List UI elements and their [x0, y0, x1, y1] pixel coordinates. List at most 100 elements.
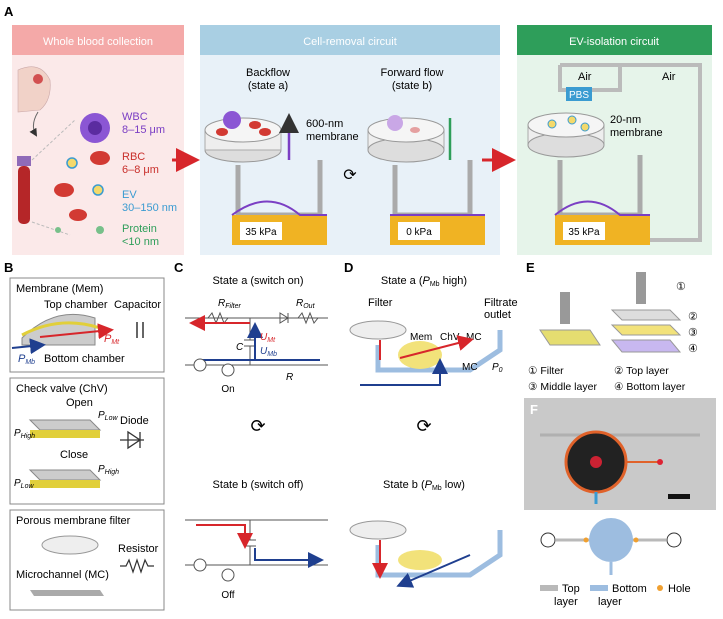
pressure-0-label: 0 kPa [406, 227, 432, 238]
ev-label: EV [122, 189, 137, 201]
legend-swatch-top [540, 585, 558, 591]
panel-f-letter: F [530, 402, 538, 417]
legend-bottom-layer: ④ Bottom layer [614, 381, 686, 393]
panel-e-letter: E [526, 260, 535, 275]
filter-disc [41, 535, 99, 555]
membrane-600-label-1: 600-nm [306, 118, 343, 130]
cycle-icon-a: ⟳ [343, 167, 357, 184]
membrane-flat-d [398, 550, 442, 570]
assembled-filter-holder [560, 292, 570, 324]
diode-symbol-c [279, 312, 289, 324]
legend-swatch-hole [657, 585, 663, 591]
wbc-size: 8–15 μm [122, 124, 165, 136]
panel-c-letter: C [174, 260, 184, 275]
switch-a [221, 363, 235, 377]
circuit-a-wiring [185, 317, 328, 366]
cycle-icon-d: ⟳ [416, 416, 431, 436]
schematic-chamber [589, 518, 633, 562]
circuit-b-wiring [185, 519, 328, 566]
state-a-switch-on: State a (switch on) [212, 275, 303, 287]
legend-swatch-bottom [590, 585, 608, 591]
p-low-label-open: PLow [98, 410, 118, 422]
diode-symbol [120, 430, 144, 450]
p-mt-label: PMt [104, 333, 120, 346]
layer-3-middle [610, 324, 682, 336]
membrane-600-label-2: membrane [306, 131, 359, 143]
r-filter-label: RFilter [218, 298, 241, 310]
zoom-lines [31, 119, 76, 236]
membrane-title: Membrane (Mem) [16, 283, 103, 295]
u-mb-label: UMb [260, 346, 277, 358]
switch-b [221, 568, 235, 582]
p-high-label-close: PHigh [98, 464, 119, 476]
puncture-site [33, 74, 43, 84]
exploded-filter-holder [636, 272, 646, 304]
wbc-label: WBC [122, 111, 148, 123]
source-b [193, 558, 207, 572]
filter-dish-d-b [349, 520, 407, 540]
source-a [193, 358, 207, 372]
air-label-2: Air [662, 71, 676, 83]
panel-b-letter: B [4, 260, 13, 275]
filtrate-label-1: Filtrate [484, 297, 518, 309]
c-label: C [236, 342, 244, 353]
r-out-symbol [297, 311, 319, 325]
section-cell-removal-title: Cell-removal circuit [303, 36, 397, 48]
membrane-20-label-1: 20-nm [610, 114, 641, 126]
legend-top-2: layer [554, 596, 578, 608]
diode-label: Diode [120, 415, 149, 427]
protein-particle [96, 226, 104, 234]
tube-cap [17, 156, 31, 166]
membrane-20-label-2: membrane [610, 127, 663, 139]
blood-tube [18, 166, 30, 224]
check-valve-title: Check valve (ChV) [16, 383, 108, 395]
legend-bottom-2: layer [598, 596, 622, 608]
filtrate-label-2: outlet [484, 309, 511, 321]
layer-2-top [610, 309, 682, 321]
air-label-1: Air [578, 71, 592, 83]
p-low-label-close: PLow [14, 478, 34, 490]
legend-top-layer: ② Top layer [614, 365, 669, 377]
protein-label: Protein [122, 223, 157, 235]
porous-title: Porous membrane filter [16, 515, 131, 527]
panel-a-letter: A [4, 4, 14, 19]
section-cell-removal-header [200, 25, 500, 55]
p-high-label-open: PHigh [14, 428, 35, 440]
pressure-35-ev-label: 35 kPa [568, 227, 600, 238]
top-chamber-label: Top chamber [44, 299, 108, 311]
u-mt-label: UMt [260, 332, 276, 344]
ev-particle [66, 157, 78, 169]
legend-hole: Hole [668, 583, 691, 595]
close-label: Close [60, 449, 88, 461]
inlet-port-right [666, 532, 682, 548]
num-3: ③ [688, 327, 698, 339]
state-a-pmb-high: State a (PMb high) [381, 275, 467, 288]
off-label: Off [221, 590, 234, 601]
section-whole-blood-title: Whole blood collection [43, 36, 153, 48]
rbc-label: RBC [122, 151, 145, 163]
p-mb-label: PMb [18, 353, 35, 366]
filter-dish-d [349, 320, 407, 340]
state-a-label: (state a) [248, 80, 288, 92]
microchannel-shape [30, 590, 104, 596]
bottom-chamber-label: Bottom chamber [44, 353, 125, 365]
on-label: On [221, 384, 234, 395]
backflow-label: Backflow [246, 67, 290, 79]
inlet-port-left [540, 532, 556, 548]
rbc-cell [90, 151, 110, 165]
collection-arrow [29, 111, 39, 137]
open-label: Open [66, 397, 93, 409]
num-4: ④ [688, 343, 698, 355]
pressure-35-label: 35 kPa [245, 227, 277, 238]
cycle-icon-c: ⟳ [250, 416, 265, 436]
r-label: R [286, 372, 293, 383]
r-out-label: ROut [296, 298, 316, 310]
state-b-label: (state b) [392, 80, 432, 92]
legend-top-1: Top [562, 583, 580, 595]
chv-label-d: ChV [440, 332, 460, 343]
mc-label-d2: MC [462, 362, 478, 373]
p0-label: P0 [492, 362, 503, 374]
section-whole-blood-header [12, 25, 184, 55]
capacitor-label: Capacitor [114, 299, 161, 311]
